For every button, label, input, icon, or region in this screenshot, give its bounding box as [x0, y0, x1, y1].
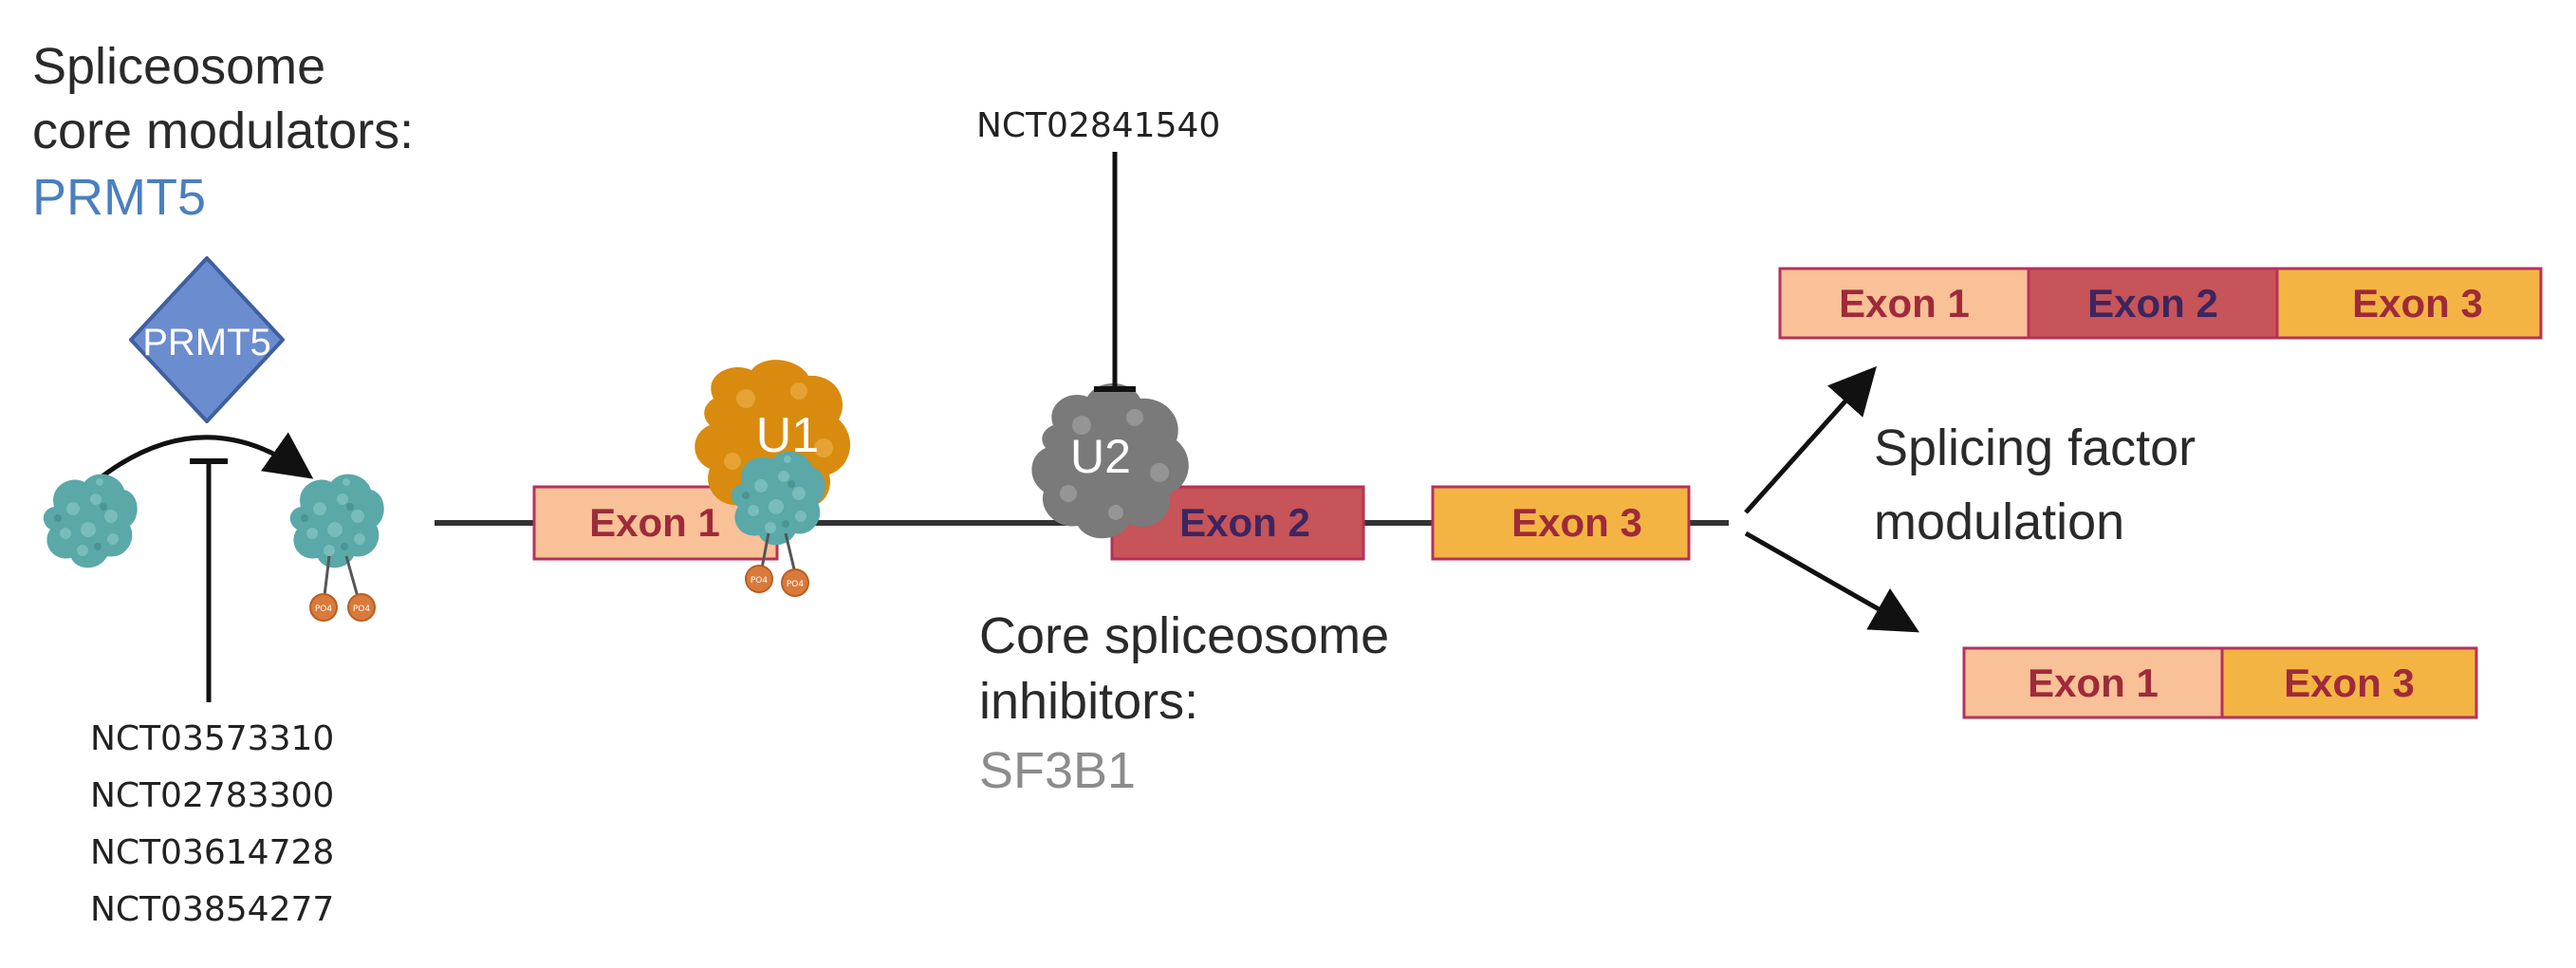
pre-mrna-exon-2-label: Exon 2 [1179, 500, 1310, 545]
mrna-full-exon-1-label: Exon 1 [1839, 281, 1970, 326]
mrna-skipped-exon-3-label: Exon 3 [2284, 661, 2415, 705]
modulator-trial-1: NCT03573310 [90, 719, 334, 758]
prmt5-diamond-label: PRMT5 [142, 322, 271, 363]
modulator-trial-4: NCT03854277 [90, 890, 334, 929]
outcome-arrow-up [1744, 365, 1878, 514]
mrna-full: Exon 1 Exon 2 Exon 3 [1778, 267, 2543, 340]
modulator-trial-2: NCT02783300 [90, 776, 334, 815]
methylated-protein-icon [289, 474, 384, 605]
outcome-label-line1: Splicing factor [1874, 419, 2196, 476]
outcome-arrow-down [1744, 531, 1920, 633]
phosphate-group-icon [781, 568, 809, 597]
sf3b1-inhibition-bar-icon [1094, 152, 1136, 392]
modulators-heading-line2: core modulators: [32, 102, 414, 159]
inhibitors-heading-line2: inhibitors: [979, 673, 1198, 730]
inhibitor-trial: NCT02841540 [976, 106, 1220, 145]
phosphate-group-icon [347, 593, 376, 622]
prmt5-inhibition-bar-icon [190, 458, 228, 702]
mrna-full-exon-3-label: Exon 3 [2352, 281, 2483, 326]
u2-label: U2 [1070, 430, 1131, 483]
modulator-trial-3: NCT03614728 [90, 833, 334, 872]
modulators-target: PRMT5 [32, 169, 206, 226]
phosphate-group-icon [309, 593, 338, 622]
protein-blob-icon [43, 474, 138, 568]
outcome-label-line2: modulation [1874, 493, 2124, 550]
modulators-heading-line1: Spliceosome [32, 38, 325, 95]
pre-mrna-exon-3: Exon 3 [1431, 485, 1691, 561]
prmt5-diamond: PRMT5 [129, 256, 285, 423]
inhibitors-heading-line1: Core spliceosome [979, 607, 1389, 664]
mrna-skipped-exon-1-label: Exon 1 [2028, 661, 2159, 705]
pre-mrna-exon-1-label: Exon 1 [589, 500, 720, 545]
mrna-full-exon-2-label: Exon 2 [2087, 281, 2218, 326]
mrna-skipped: Exon 1 Exon 3 [1962, 646, 2478, 719]
inhibitors-target: SF3B1 [979, 742, 1136, 799]
phosphate-group-icon [745, 565, 773, 593]
pre-mrna-exon-3-label: Exon 3 [1511, 500, 1642, 545]
u2-snrnp-icon: U2 [1031, 382, 1189, 539]
methylation-arrow [93, 432, 314, 484]
